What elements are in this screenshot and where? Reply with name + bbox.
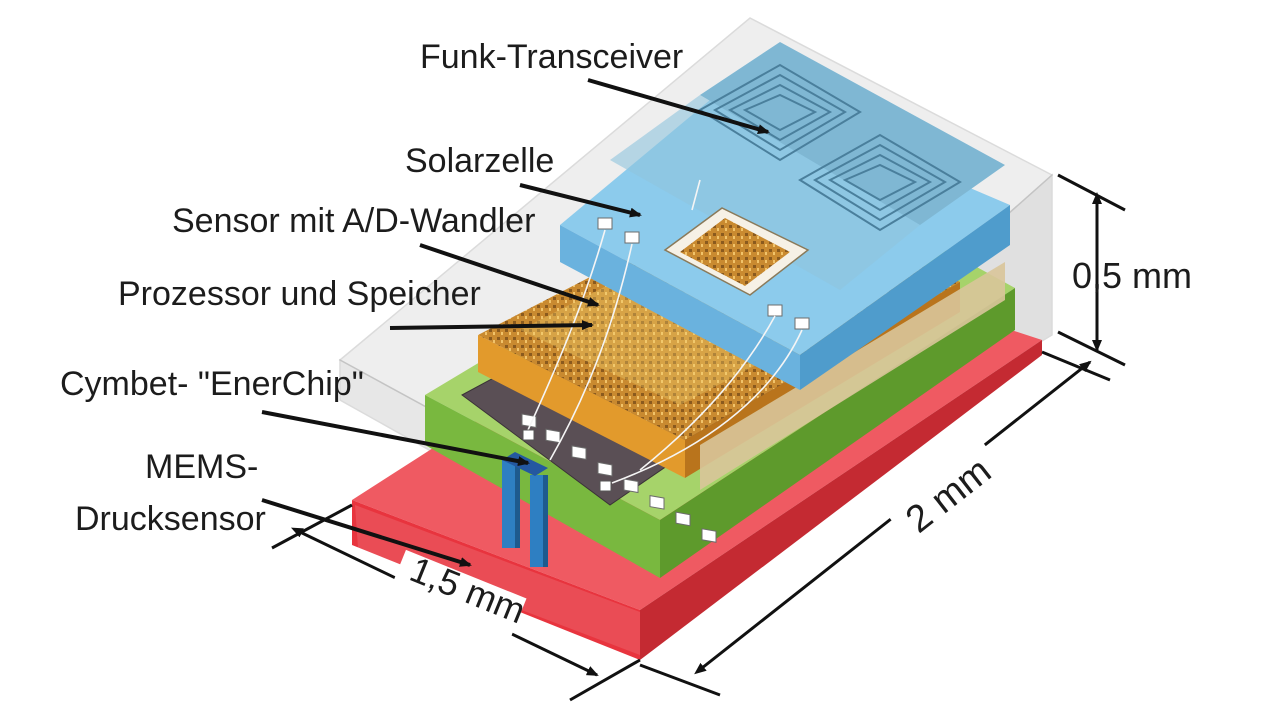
label-enerchip: Cymbet- "EnerChip": [60, 365, 364, 403]
label-funk-transceiver: Funk-Transceiver: [420, 38, 683, 76]
label-solarzelle: Solarzelle: [405, 142, 554, 180]
label-mems-line2: Drucksensor: [75, 500, 266, 538]
label-sensor: Sensor mit A/D-Wandler: [172, 202, 535, 240]
label-prozessor: Prozessor und Speicher: [118, 275, 481, 313]
dimension-height-label: 0,5 mm: [1072, 255, 1192, 296]
label-mems-line1: MEMS-: [145, 448, 258, 486]
